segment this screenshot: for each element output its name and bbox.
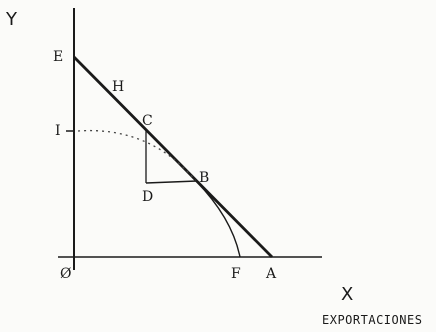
point-label-i: I xyxy=(55,123,61,139)
point-label-b: B xyxy=(199,170,209,186)
point-label-a: A xyxy=(265,266,277,282)
curve-b-f xyxy=(195,180,241,258)
point-label-f: F xyxy=(231,266,241,282)
point-label-c: C xyxy=(142,113,153,129)
origin-label: Ø xyxy=(60,266,71,282)
curve-i-b-dotted xyxy=(77,129,197,182)
point-label-d: D xyxy=(142,189,153,205)
segment-d-b xyxy=(145,180,198,184)
x-axis-label: X xyxy=(341,284,353,305)
y-axis-label: Y xyxy=(5,9,18,30)
line-ea xyxy=(73,56,273,258)
point-label-e: E xyxy=(53,49,63,65)
x-axis-caption: EXPORTACIONES xyxy=(322,313,422,327)
point-label-h: H xyxy=(112,79,124,95)
